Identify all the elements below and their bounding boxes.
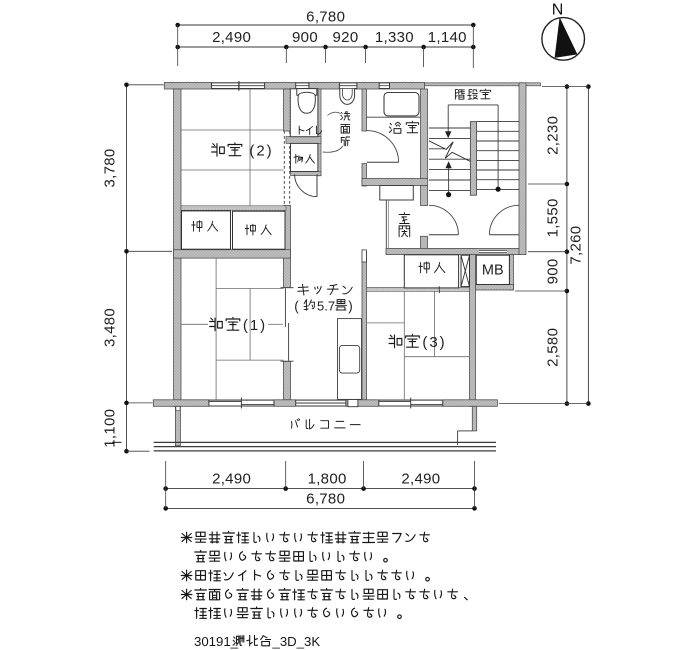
svg-text:1,140: 1,140 (428, 29, 467, 46)
svg-text:3,480: 3,480 (102, 308, 119, 347)
svg-text:5.7: 5.7 (317, 299, 335, 314)
svg-text:920: 920 (333, 29, 359, 46)
svg-text:6,780: 6,780 (306, 9, 345, 26)
svg-text:900: 900 (545, 258, 562, 284)
svg-text:30191_: 30191_ (194, 634, 239, 649)
svg-text:MB: MB (482, 263, 504, 279)
svg-text:(2): (2) (249, 143, 273, 160)
svg-text:(: ( (294, 299, 299, 314)
svg-text:): ) (348, 299, 353, 314)
svg-text:2,580: 2,580 (545, 328, 562, 367)
svg-text:(3): (3) (422, 334, 446, 351)
svg-text:1,550: 1,550 (545, 198, 562, 237)
svg-text:(1): (1) (243, 317, 267, 334)
svg-text:2,490: 2,490 (212, 29, 251, 46)
svg-text:N: N (552, 2, 564, 19)
svg-text:3,780: 3,780 (102, 148, 119, 187)
svg-text:2,230: 2,230 (545, 116, 562, 155)
svg-text:7,260: 7,260 (568, 226, 585, 265)
svg-text:1,800: 1,800 (308, 471, 347, 488)
svg-text:1,100: 1,100 (102, 409, 119, 448)
svg-text:2,490: 2,490 (212, 471, 251, 488)
svg-text:6,780: 6,780 (306, 491, 345, 508)
svg-text:1,330: 1,330 (375, 29, 414, 46)
svg-text:2,490: 2,490 (401, 471, 440, 488)
svg-text:_3D_3K: _3D_3K (272, 634, 321, 649)
svg-text:900: 900 (292, 29, 318, 46)
